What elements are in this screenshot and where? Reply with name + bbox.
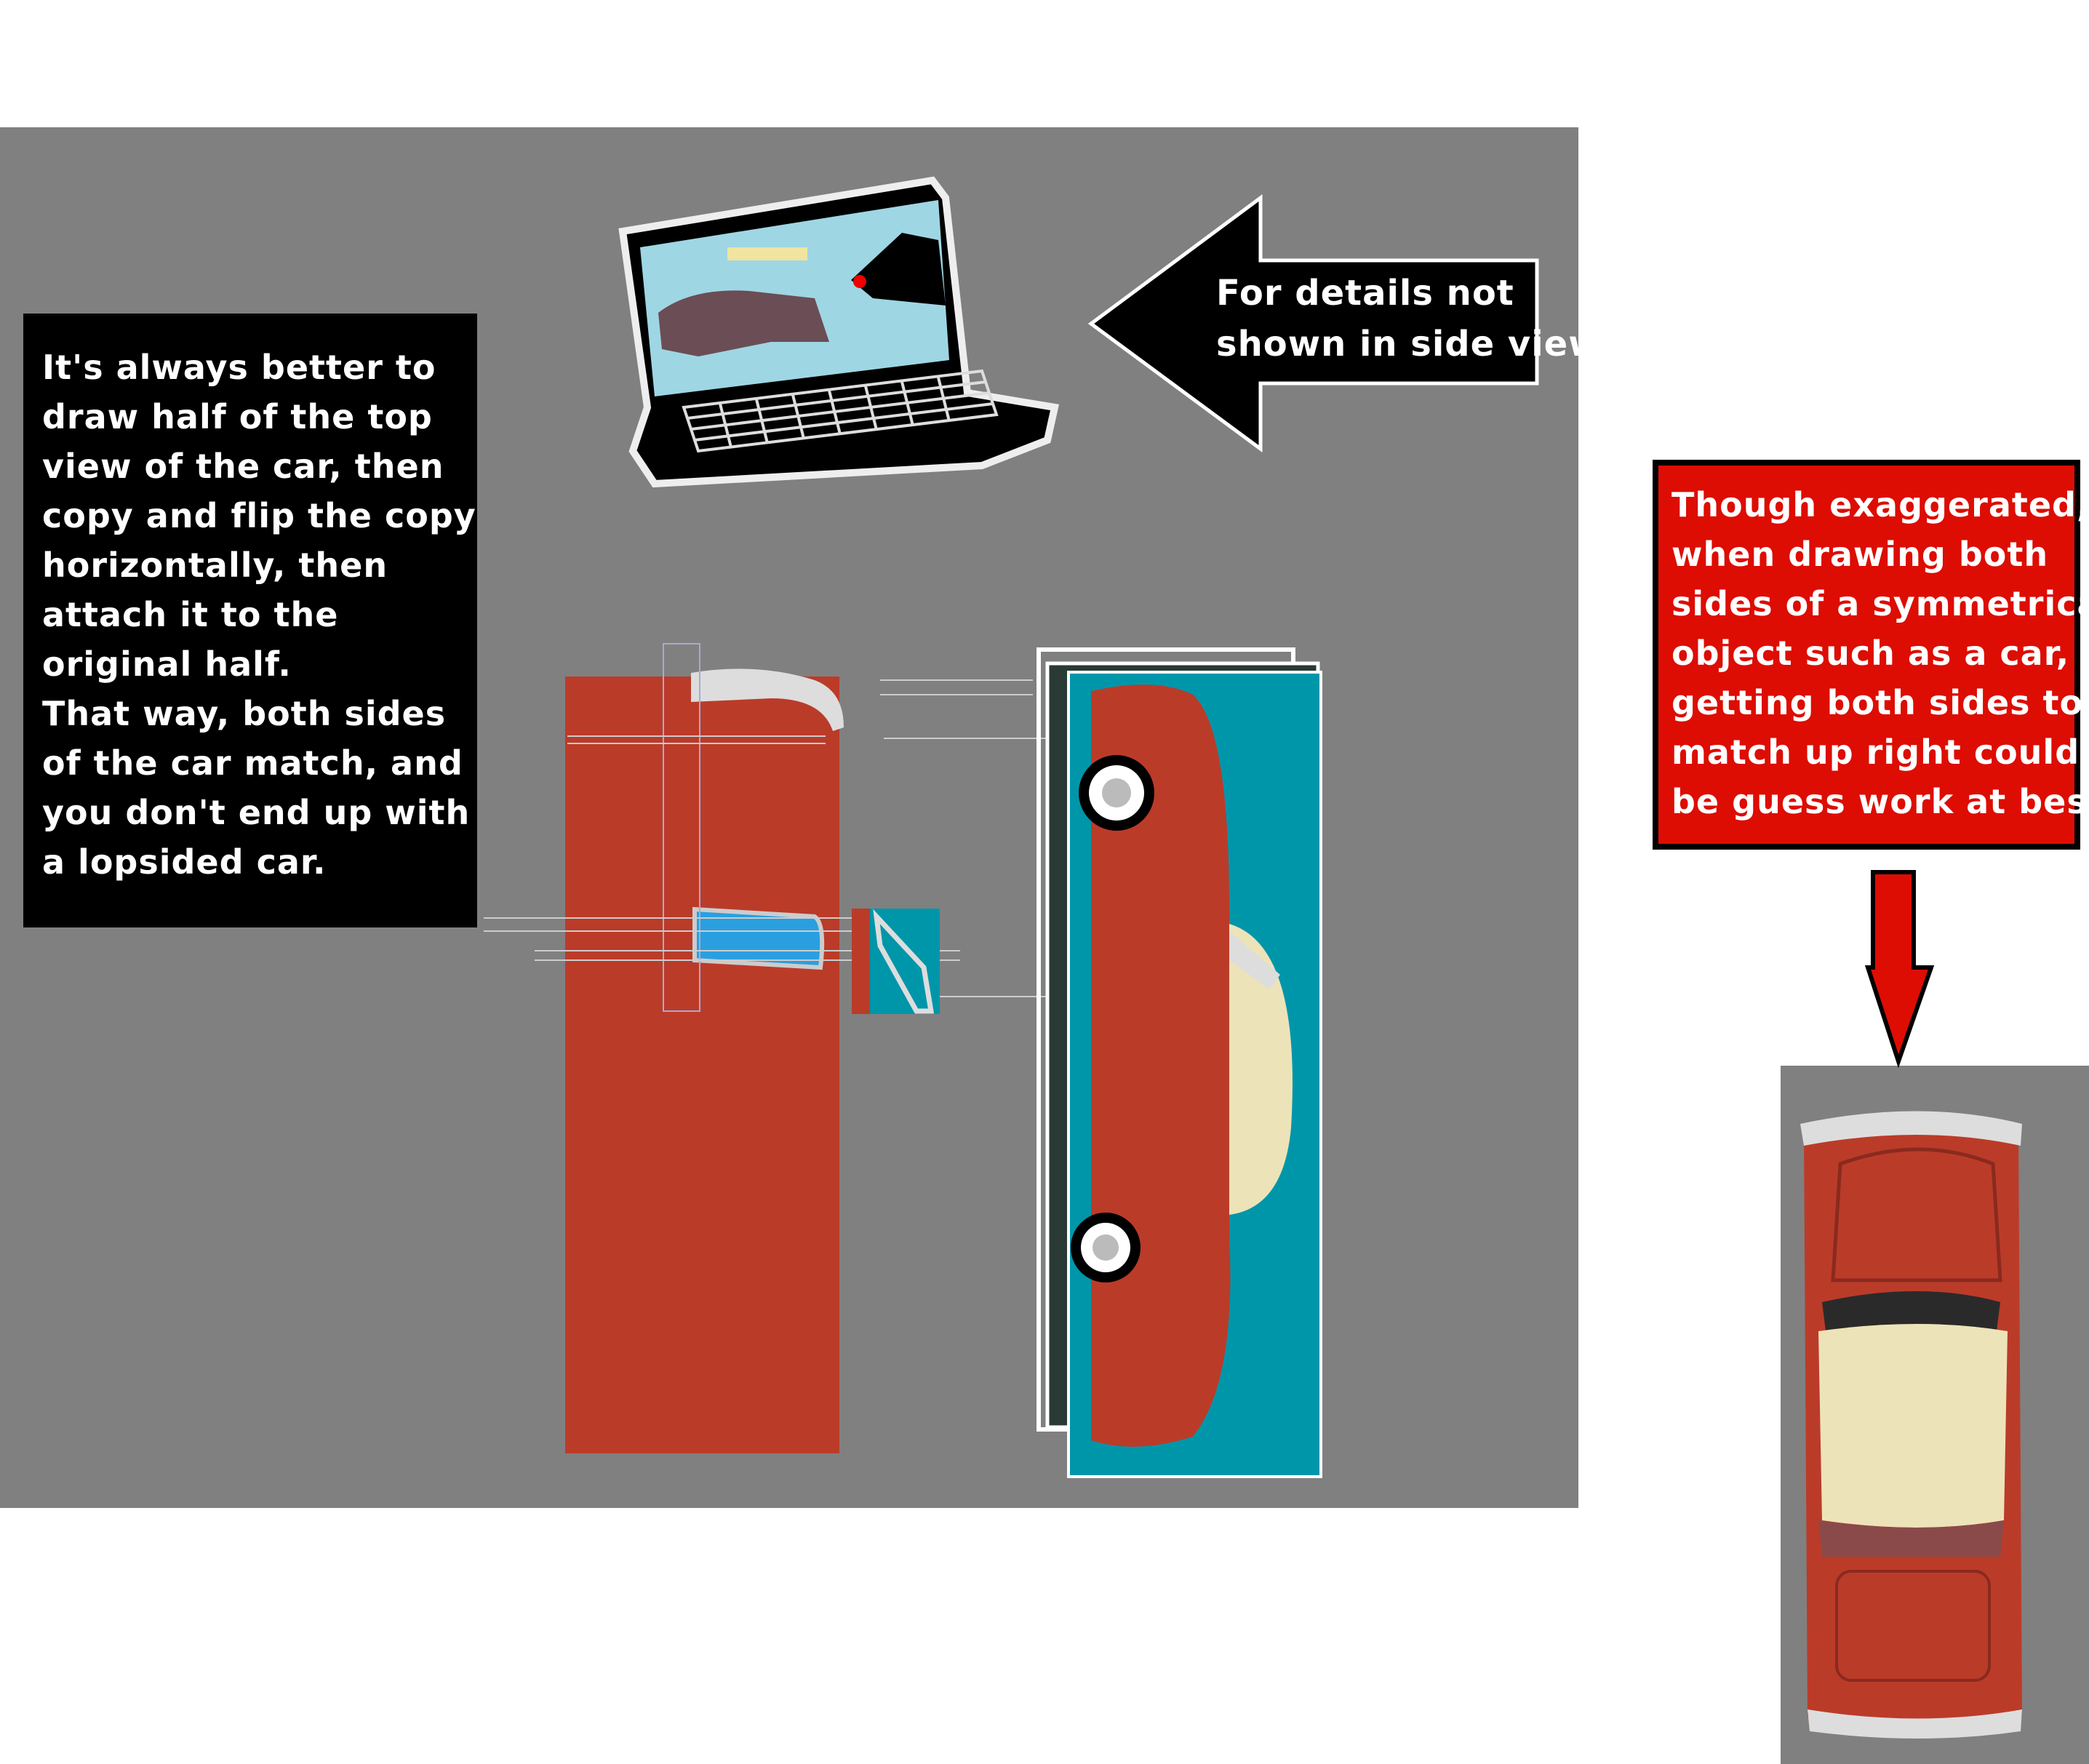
note-line: object such as a car, xyxy=(1671,634,2070,673)
note-line: horizontally, then xyxy=(42,546,388,585)
note-line: when drawing both xyxy=(1671,535,2049,574)
arrow-down-icon xyxy=(1864,870,1935,1069)
note-line: Though exaggerated, xyxy=(1671,485,2089,524)
note-line: view of the car, then xyxy=(42,447,444,486)
windshield-detail xyxy=(852,909,940,1014)
laptop-icon xyxy=(618,176,1060,488)
note-line: you don't end up with xyxy=(42,793,471,832)
note-line: sides of a symmetrical xyxy=(1671,584,2089,623)
symmetry-note: Though exaggerated, when drawing both si… xyxy=(1653,460,2089,850)
note-line: draw half of the top xyxy=(42,397,433,436)
instruction-note: It's always better to draw half of the t… xyxy=(23,314,477,927)
arrow-caption-line: For details not xyxy=(1216,273,1514,314)
note-line: copy and flip the copy xyxy=(42,496,476,535)
note-line: a lopsided car. xyxy=(42,842,327,882)
note-line: match up right could xyxy=(1671,733,2080,772)
note-line: be guess work at best. xyxy=(1671,782,2089,821)
note-line: getting both sides to xyxy=(1671,683,2084,722)
car-top-view xyxy=(1800,1111,2022,1739)
note-line: original half. xyxy=(42,644,292,684)
note-line: It's always better to xyxy=(42,348,436,387)
note-line: attach it to the xyxy=(42,595,339,634)
half-top-view-drawing xyxy=(484,643,1280,1453)
arrow-caption-line: shown in side view. xyxy=(1216,324,1613,364)
arrow-caption: For details not shown in side view. xyxy=(1216,268,1613,370)
side-view-drawing xyxy=(1036,647,1322,1478)
note-line: That way, both sides xyxy=(42,694,447,733)
arrow-left-icon xyxy=(1087,194,1539,452)
note-line: of the car match, and xyxy=(42,743,463,783)
